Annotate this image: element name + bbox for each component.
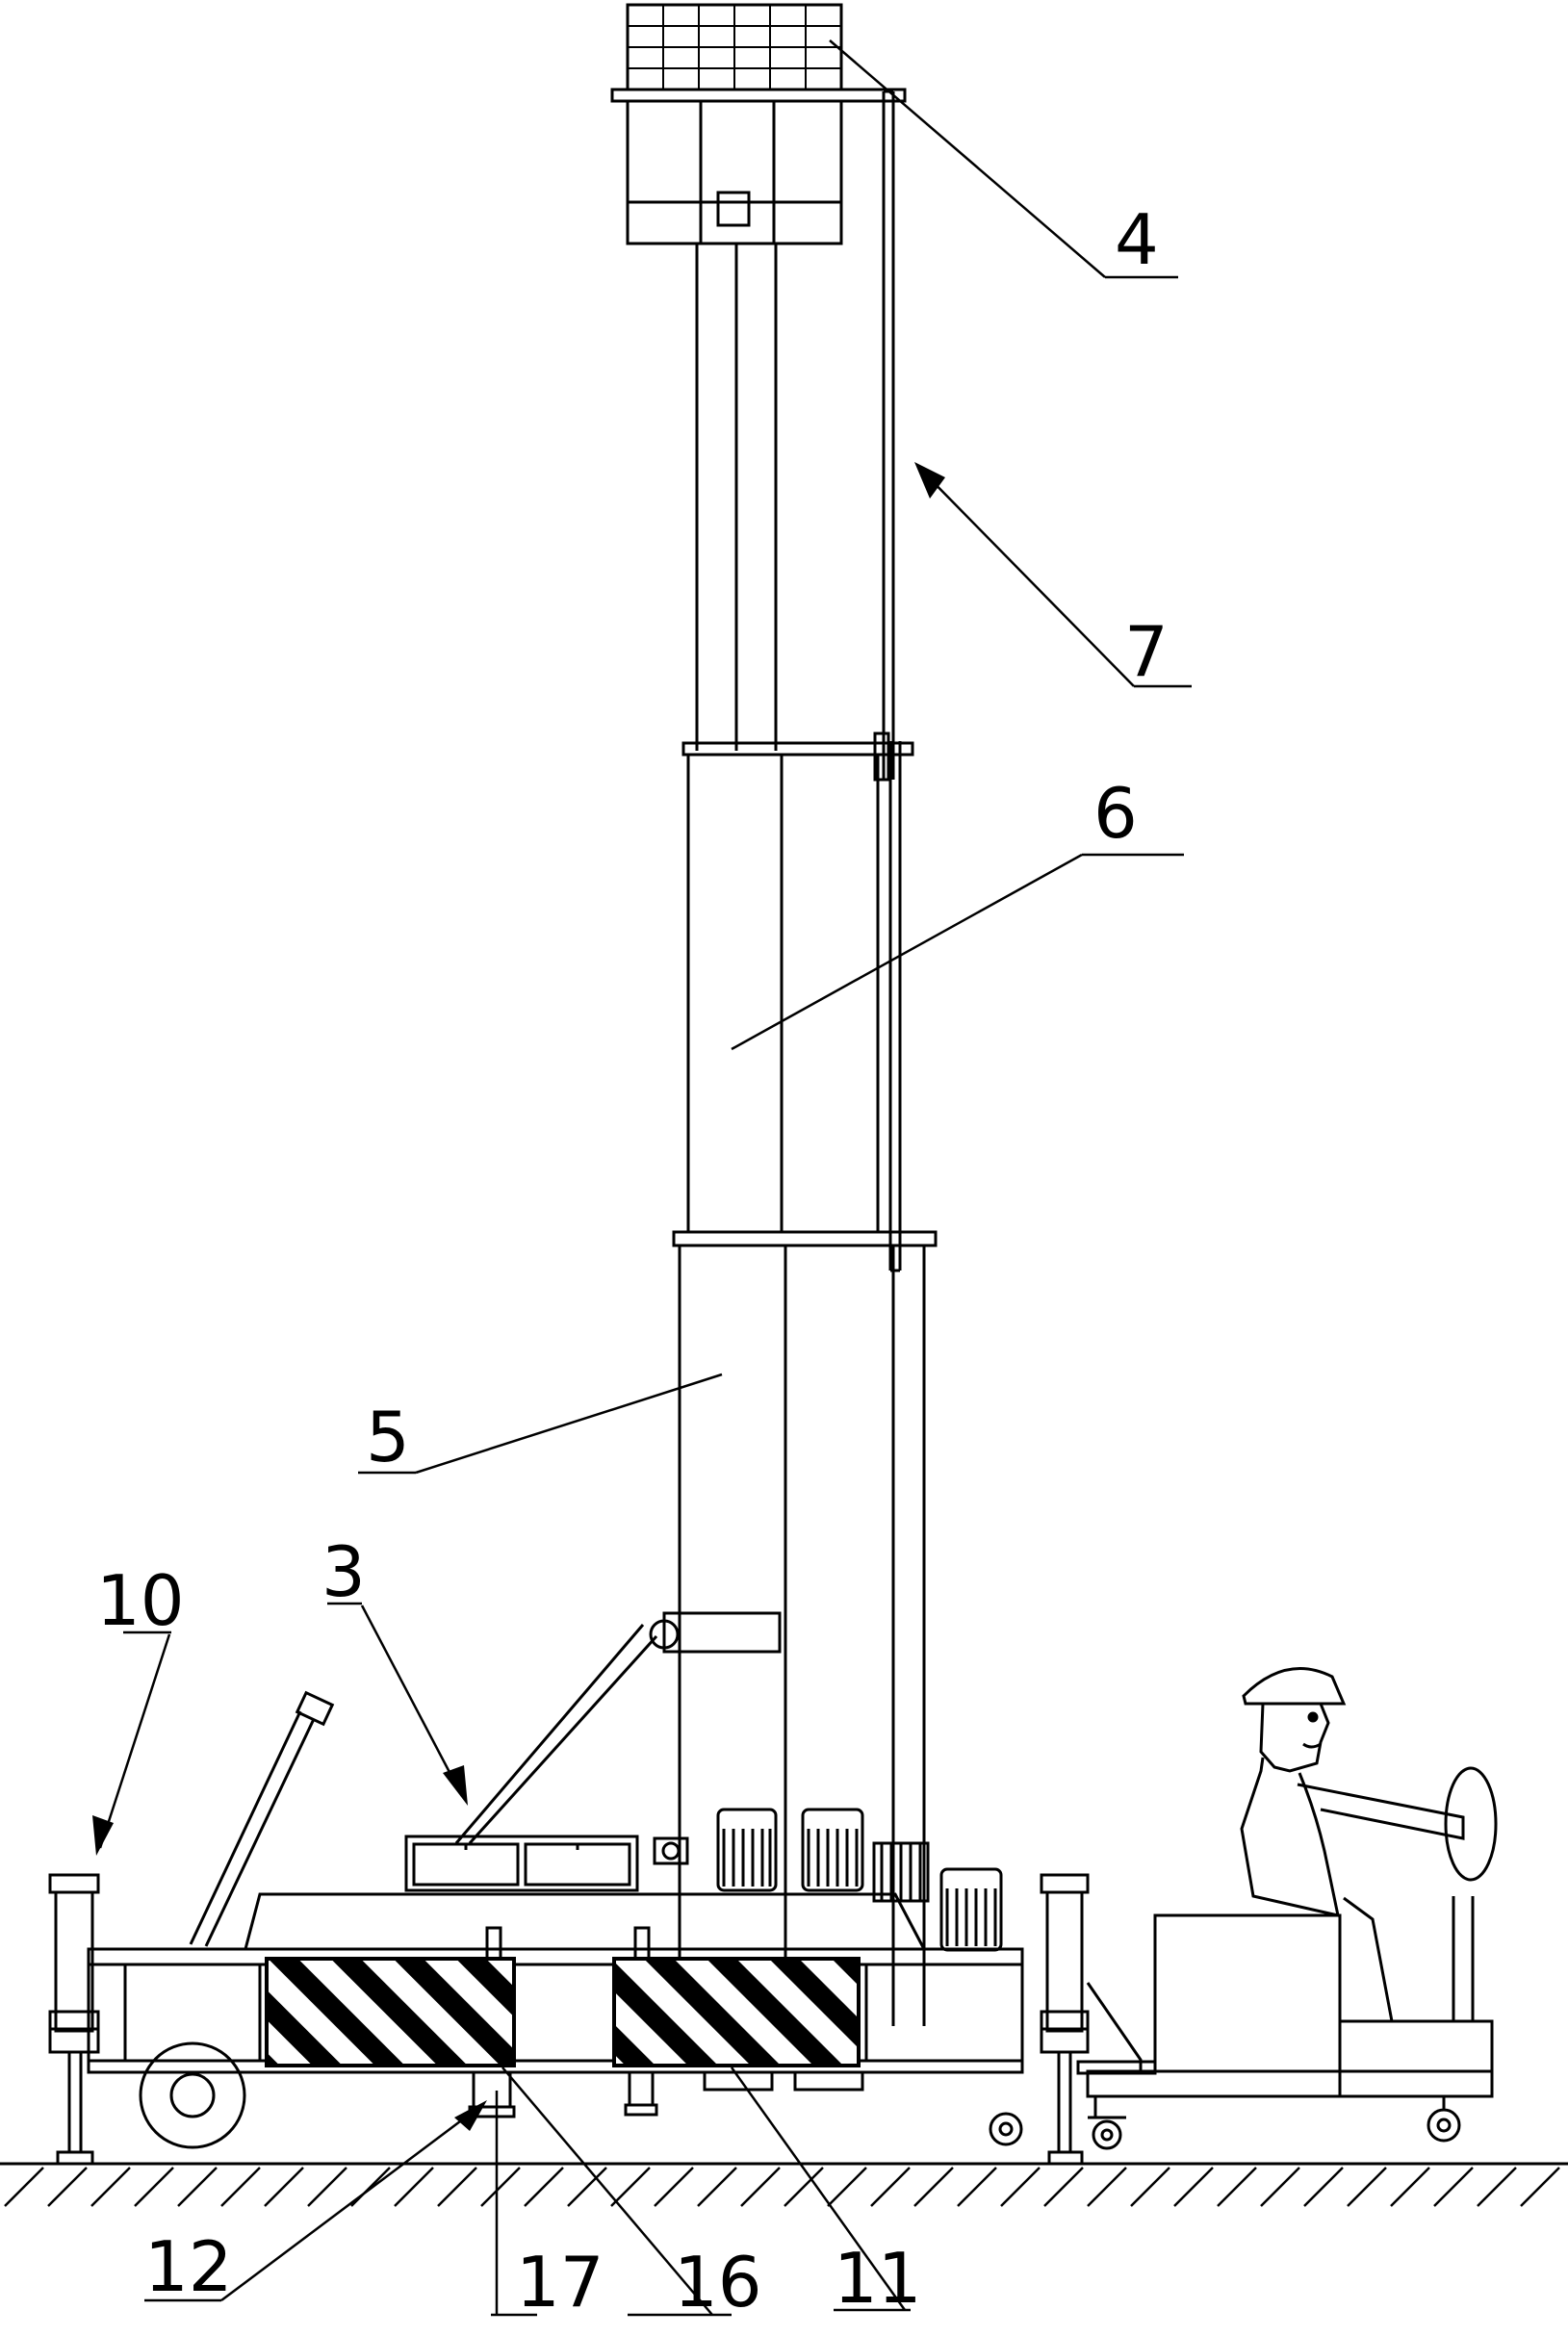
label-12: 12 bbox=[144, 2226, 233, 2307]
support-foot-17 bbox=[472, 2070, 512, 2109]
label-16: 16 bbox=[674, 2242, 762, 2323]
motor-coupling bbox=[653, 1836, 689, 1865]
mast-clamp bbox=[662, 1611, 782, 1654]
deck-rail bbox=[87, 1947, 1024, 1966]
mast-lower-section bbox=[662, 1230, 938, 2026]
chassis-bottom-rail bbox=[87, 2059, 1024, 2074]
lifting-rod bbox=[873, 90, 902, 1272]
label-7: 7 bbox=[1124, 611, 1169, 692]
chassis bbox=[87, 1892, 1024, 2092]
lamp-housing bbox=[626, 99, 843, 245]
control-boxes bbox=[404, 1835, 639, 1892]
arrowhead-3 bbox=[443, 1765, 468, 1806]
ground bbox=[0, 2162, 1568, 2207]
label-4: 4 bbox=[1115, 199, 1159, 280]
helmet bbox=[1242, 1667, 1347, 1706]
label-3: 3 bbox=[321, 1531, 366, 1612]
tow-handle bbox=[189, 1690, 335, 1947]
label-17: 17 bbox=[516, 2242, 604, 2323]
lamp-joint bbox=[716, 191, 751, 227]
lamp-bracket bbox=[610, 88, 907, 103]
driver-figure bbox=[1240, 1667, 1465, 2023]
ground-hatching bbox=[4, 2167, 1560, 2207]
support-strut bbox=[454, 1619, 680, 1845]
arrowhead-12 bbox=[454, 2100, 487, 2131]
handle-grip bbox=[295, 1690, 335, 1727]
motor-2 bbox=[801, 1808, 864, 1892]
driver-platform bbox=[1086, 2069, 1494, 2098]
rear-wheel bbox=[139, 2041, 246, 2149]
motors bbox=[653, 1808, 1003, 1952]
driver-seat-box bbox=[1153, 1913, 1342, 2073]
arrowheads bbox=[92, 462, 945, 2131]
label-11: 11 bbox=[834, 2238, 922, 2319]
chassis-frame bbox=[87, 1963, 1024, 2063]
mast-middle-section bbox=[681, 741, 914, 1232]
arrowhead-10 bbox=[92, 1815, 114, 1856]
lamp-head bbox=[610, 3, 907, 245]
label-5: 5 bbox=[366, 1397, 410, 1477]
label-6: 6 bbox=[1093, 773, 1138, 854]
leader-lines bbox=[98, 39, 1192, 2317]
reference-numerals: 4 7 6 5 10 3 12 17 16 11 bbox=[96, 199, 1169, 2323]
driver-cart bbox=[1076, 1766, 1498, 2150]
strut-pivot bbox=[649, 1619, 680, 1650]
motor-3 bbox=[939, 1867, 1003, 1952]
outrigger-left bbox=[48, 1873, 100, 2166]
steering-wheel bbox=[1444, 1766, 1498, 1882]
solar-panel-grid bbox=[628, 5, 841, 90]
hazard-panel-right bbox=[612, 1957, 861, 2067]
mast-upper-section bbox=[695, 244, 778, 751]
outrigger-right bbox=[1040, 1873, 1090, 2166]
label-10: 10 bbox=[96, 1560, 185, 1641]
motor-1 bbox=[716, 1808, 778, 1892]
hazard-panel-left bbox=[265, 1957, 516, 2067]
arrowhead-7 bbox=[914, 462, 945, 499]
